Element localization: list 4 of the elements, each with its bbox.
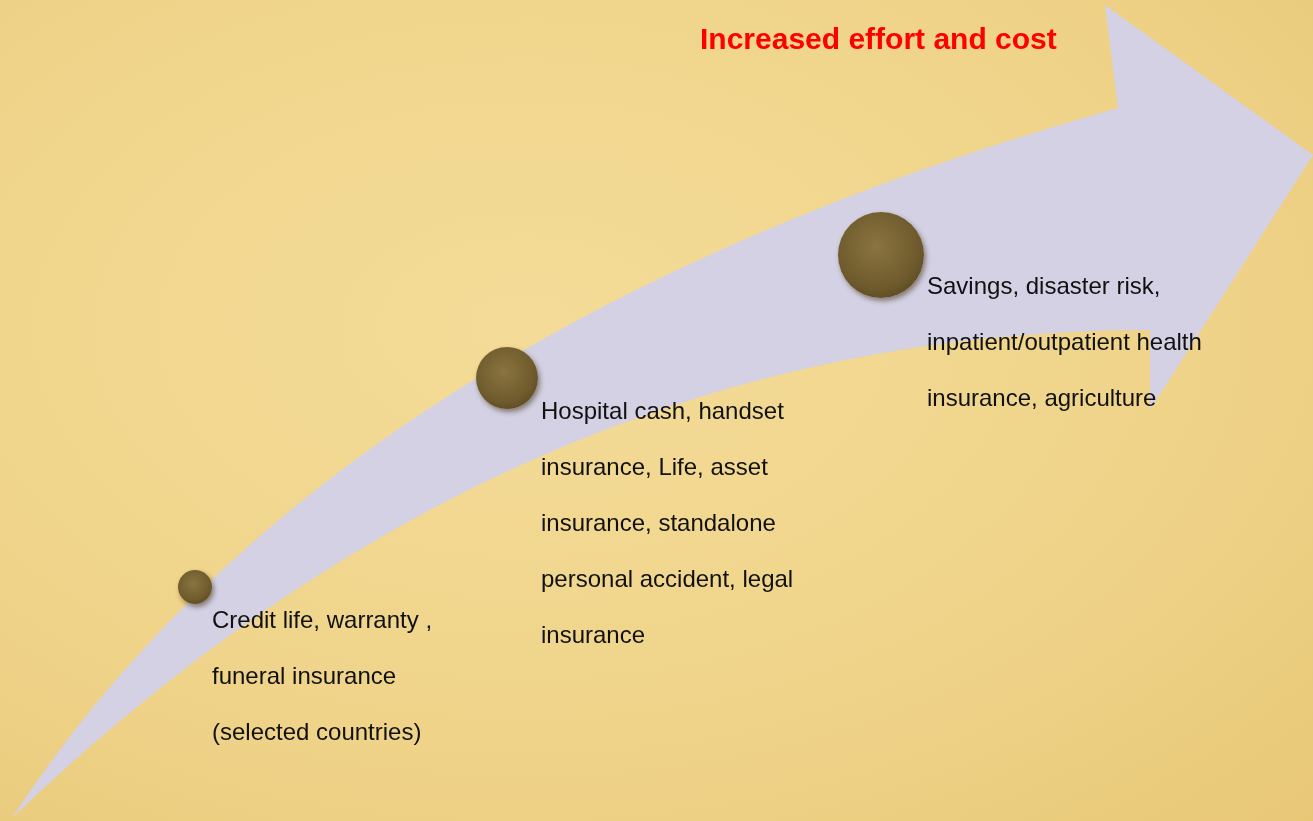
item-text: Hospital cash, handset insurance, Life, asset insurance, standalone personal accident, legal insurance — [541, 396, 795, 650]
item-text: Credit life, warranty , funeral insurance (selected countries) — [212, 605, 434, 747]
item-text: Savings, disaster risk, inpatient/outpatient health insurance, agriculture — [927, 271, 1203, 413]
title-text: Increased effort and cost — [700, 22, 1057, 56]
